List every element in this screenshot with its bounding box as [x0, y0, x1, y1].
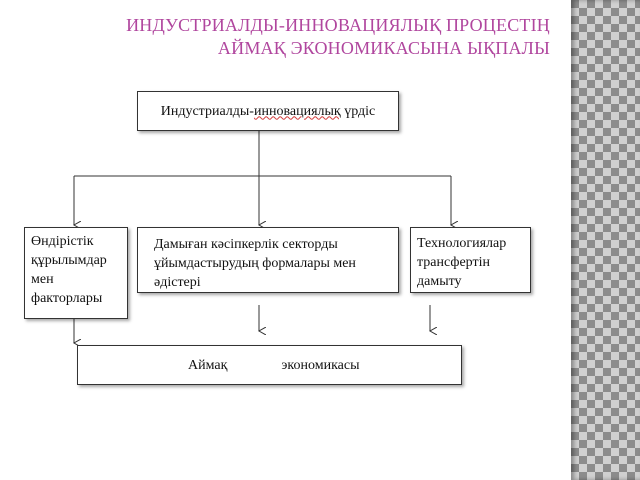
- left-box-line: мен: [31, 272, 54, 287]
- bottom-box-word-1: Аймақ: [188, 357, 228, 373]
- right-box-line: Технологиялар: [417, 236, 507, 251]
- right-box-line: трансфертін: [417, 255, 490, 270]
- bottom-box-word-2: экономикасы: [281, 357, 360, 373]
- slide-title: ИНДУСТРИАЛДЫ-ИННОВАЦИЯЛЫҚ ПРОЦЕСТІҢ АЙМА…: [20, 14, 550, 60]
- left-box-line: құрылымдар: [31, 253, 107, 268]
- left-box-line: факторлары: [31, 291, 103, 306]
- top-box-suffix: үрдіс: [340, 103, 376, 119]
- title-line-2: АЙМАҚ ЭКОНОМИКАСЫНА ЫҚПАЛЫ: [217, 38, 550, 58]
- middle-box-line: Дамыған кәсіпкерлік секторды: [154, 237, 338, 252]
- top-box-text: Индустриалды-инновациялық үрдіс: [161, 102, 376, 121]
- box-technology-transfer: Технологиялар трансфертін дамыту: [410, 227, 531, 293]
- box-entrepreneurship-sector: Дамыған кәсіпкерлік секторды ұйымдастыру…: [137, 227, 399, 293]
- top-box-underlined-word: инновациялық: [253, 103, 341, 119]
- right-box-line: дамыту: [417, 274, 462, 289]
- title-line-1: ИНДУСТРИАЛДЫ-ИННОВАЦИЯЛЫҚ ПРОЦЕСТІҢ: [126, 15, 550, 35]
- decorative-side-pattern: [571, 0, 640, 480]
- left-box-line: Өндірістік: [31, 234, 94, 249]
- middle-box-line: ұйымдастырудың формалары мен әдістері: [154, 256, 356, 290]
- box-regional-economy: Аймақ экономикасы: [77, 345, 462, 385]
- box-industrial-innovation-process: Индустриалды-инновациялық үрдіс: [137, 91, 399, 131]
- top-box-prefix: Индустриалды-: [160, 103, 254, 119]
- box-production-structures: Өндірістік құрылымдар мен факторлары: [24, 227, 128, 319]
